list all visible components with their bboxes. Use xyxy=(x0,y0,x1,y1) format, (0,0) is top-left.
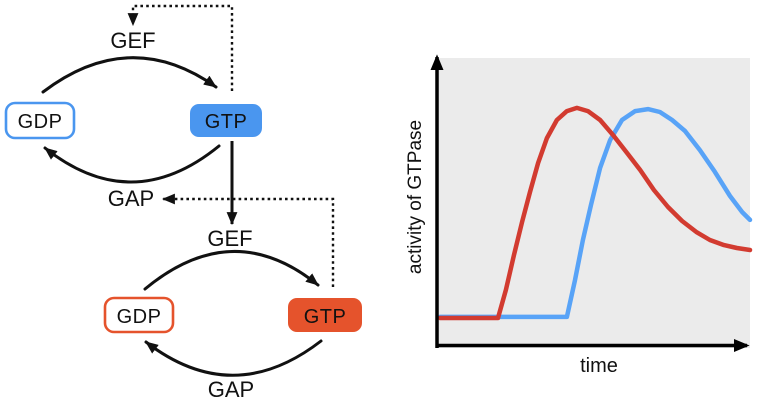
gef-label-top: GEF xyxy=(110,28,155,53)
gtp-box-red xyxy=(288,298,362,332)
gef-arrow-top-cycle xyxy=(41,56,218,94)
x-axis-label: time xyxy=(580,355,618,377)
gef-arrow-bottom-cycle xyxy=(143,250,320,291)
red-curve xyxy=(437,105,753,321)
gdp-node-red: GDP xyxy=(103,296,175,334)
gtp-to-gap-feedback-dotted-arrow xyxy=(161,193,335,287)
gtp-box-blue xyxy=(190,104,262,137)
gdp-label-blue: GDP xyxy=(18,111,63,133)
gap-label-top: GAP xyxy=(108,186,154,211)
gdp-node-blue: GDP xyxy=(4,101,76,140)
activity-chart: activity of GTPase time xyxy=(405,54,753,377)
gtp-label-red: GTP xyxy=(304,306,347,328)
gtp-label-blue: GTP xyxy=(205,111,248,133)
gdp-label-red: GDP xyxy=(117,306,162,328)
gdp-box-red xyxy=(103,296,175,334)
gtpase-cycle-diagram: GEF GAP GEF GAP GDP GTP GDP GTP xyxy=(4,4,362,402)
gef-label-bottom: GEF xyxy=(207,226,252,251)
gtp-node-blue: GTP xyxy=(190,104,262,137)
gap-arrow-bottom-cycle xyxy=(144,339,323,377)
gtp-to-gef-feedback-dotted-arrow xyxy=(127,4,234,91)
blue-curve xyxy=(437,106,753,320)
y-axis-label: activity of GTPase xyxy=(405,120,426,274)
gdp-box-blue xyxy=(4,101,76,140)
gtp-node-red: GTP xyxy=(288,298,362,332)
gap-label-bottom: GAP xyxy=(208,377,254,402)
gap-arrow-top-cycle xyxy=(43,144,221,184)
